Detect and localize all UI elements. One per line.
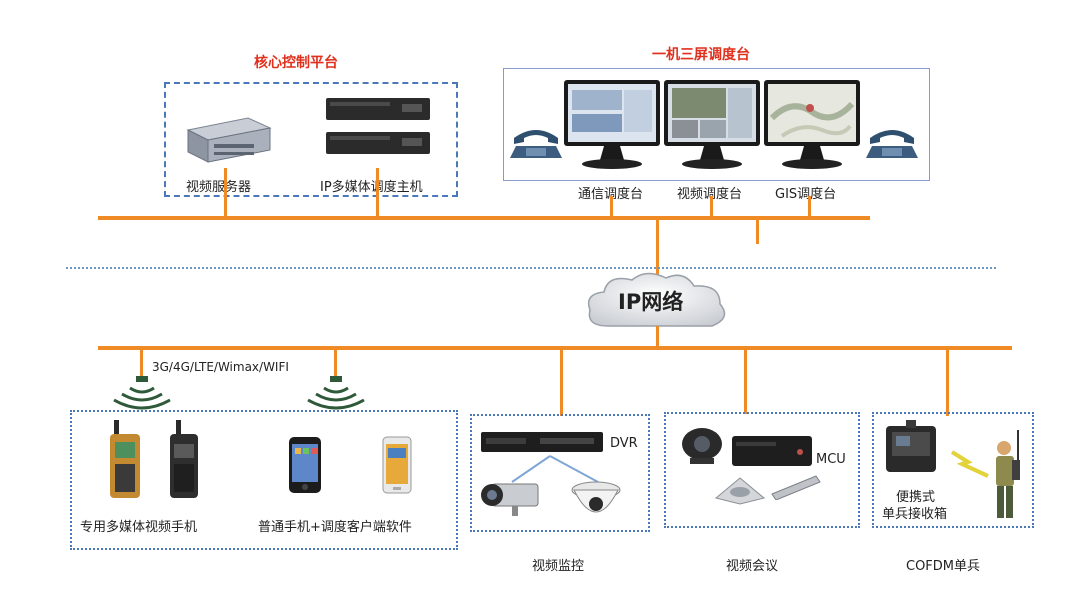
portable-receiver-case-icon — [886, 420, 936, 472]
surveillance-box — [470, 414, 650, 532]
connector-ip-host — [376, 168, 379, 218]
mcu-icon — [732, 436, 812, 466]
connector-surveillance — [560, 348, 563, 416]
wireless-signal-icon — [113, 376, 171, 410]
conference-caption: 视频会议 — [726, 559, 779, 574]
console-screen-gis: GIS调度台 — [775, 187, 837, 202]
monitor-gis-icon — [764, 80, 860, 169]
console-box — [503, 68, 930, 181]
dvr-label: DVR — [610, 436, 638, 451]
network-link-lines — [511, 455, 599, 483]
conference-phone-icon — [714, 477, 766, 505]
ip-network-label: IP网络 — [618, 290, 684, 314]
bullet-camera-icon — [481, 483, 539, 516]
wireless-label: 3G/4G/LTE/Wimax/WIFI — [152, 360, 289, 374]
console-screen-communication: 通信调度台 — [578, 187, 644, 202]
surveillance-caption: 视频监控 — [532, 559, 585, 574]
remote-control-icon — [771, 475, 821, 500]
console-screen-video: 视频调度台 — [677, 187, 743, 202]
cofdm-box — [872, 412, 1034, 528]
cofdm-box-label-line1: 便携式 — [896, 490, 936, 505]
ip-host-label: IP多媒体调度主机 — [320, 180, 423, 195]
dvr-icon — [481, 432, 603, 452]
connector-cofdm — [946, 348, 949, 416]
wireless-link-icon — [950, 450, 989, 478]
console-title: 一机三屏调度台 — [652, 47, 750, 63]
telephone-icon — [866, 130, 918, 158]
terminals-box — [70, 410, 458, 550]
multimedia-phone-label: 专用多媒体视频手机 — [80, 520, 198, 535]
cofdm-caption: COFDM单兵 — [906, 559, 981, 574]
wireless-signal-icon — [307, 376, 365, 410]
connector-console-left — [610, 196, 613, 218]
connector-upper-stub — [756, 218, 759, 244]
conference-box — [664, 412, 860, 528]
smartphone-icon — [289, 437, 321, 493]
mcu-label: MCU — [816, 452, 846, 467]
cofdm-box-label-line2: 单兵接收箱 — [882, 507, 948, 522]
core-platform-box — [164, 82, 458, 197]
upper-bus-line — [98, 216, 870, 220]
soldier-icon — [996, 430, 1020, 518]
lower-bus-line — [98, 346, 1012, 350]
ip-host-icon — [326, 98, 430, 154]
cloud-icon — [587, 272, 726, 327]
core-platform-title: 核心控制平台 — [254, 55, 338, 71]
connector-console-right — [808, 196, 811, 218]
connector-upper-to-cloud — [656, 218, 659, 278]
smartphone-icon — [382, 436, 412, 494]
multimedia-phone-icon — [110, 420, 140, 498]
monitor-communication-icon — [564, 80, 660, 169]
video-conference-camera-icon — [682, 428, 722, 464]
separator-line — [66, 267, 996, 269]
telephone-icon — [510, 130, 562, 158]
connector-cloud-to-lower — [656, 326, 659, 348]
video-server-label: 视频服务器 — [186, 180, 252, 195]
connector-video-server — [224, 168, 227, 218]
connector-console-mid — [710, 196, 713, 218]
connector-wireless-left — [140, 348, 143, 378]
connector-conference — [744, 348, 747, 414]
video-server-icon — [186, 117, 272, 163]
dome-camera-icon — [571, 481, 621, 513]
connector-wireless-right — [334, 348, 337, 378]
normal-phone-label: 普通手机+调度客户端软件 — [258, 520, 412, 535]
monitor-video-icon — [664, 80, 760, 169]
rugged-phone-icon — [170, 420, 198, 498]
